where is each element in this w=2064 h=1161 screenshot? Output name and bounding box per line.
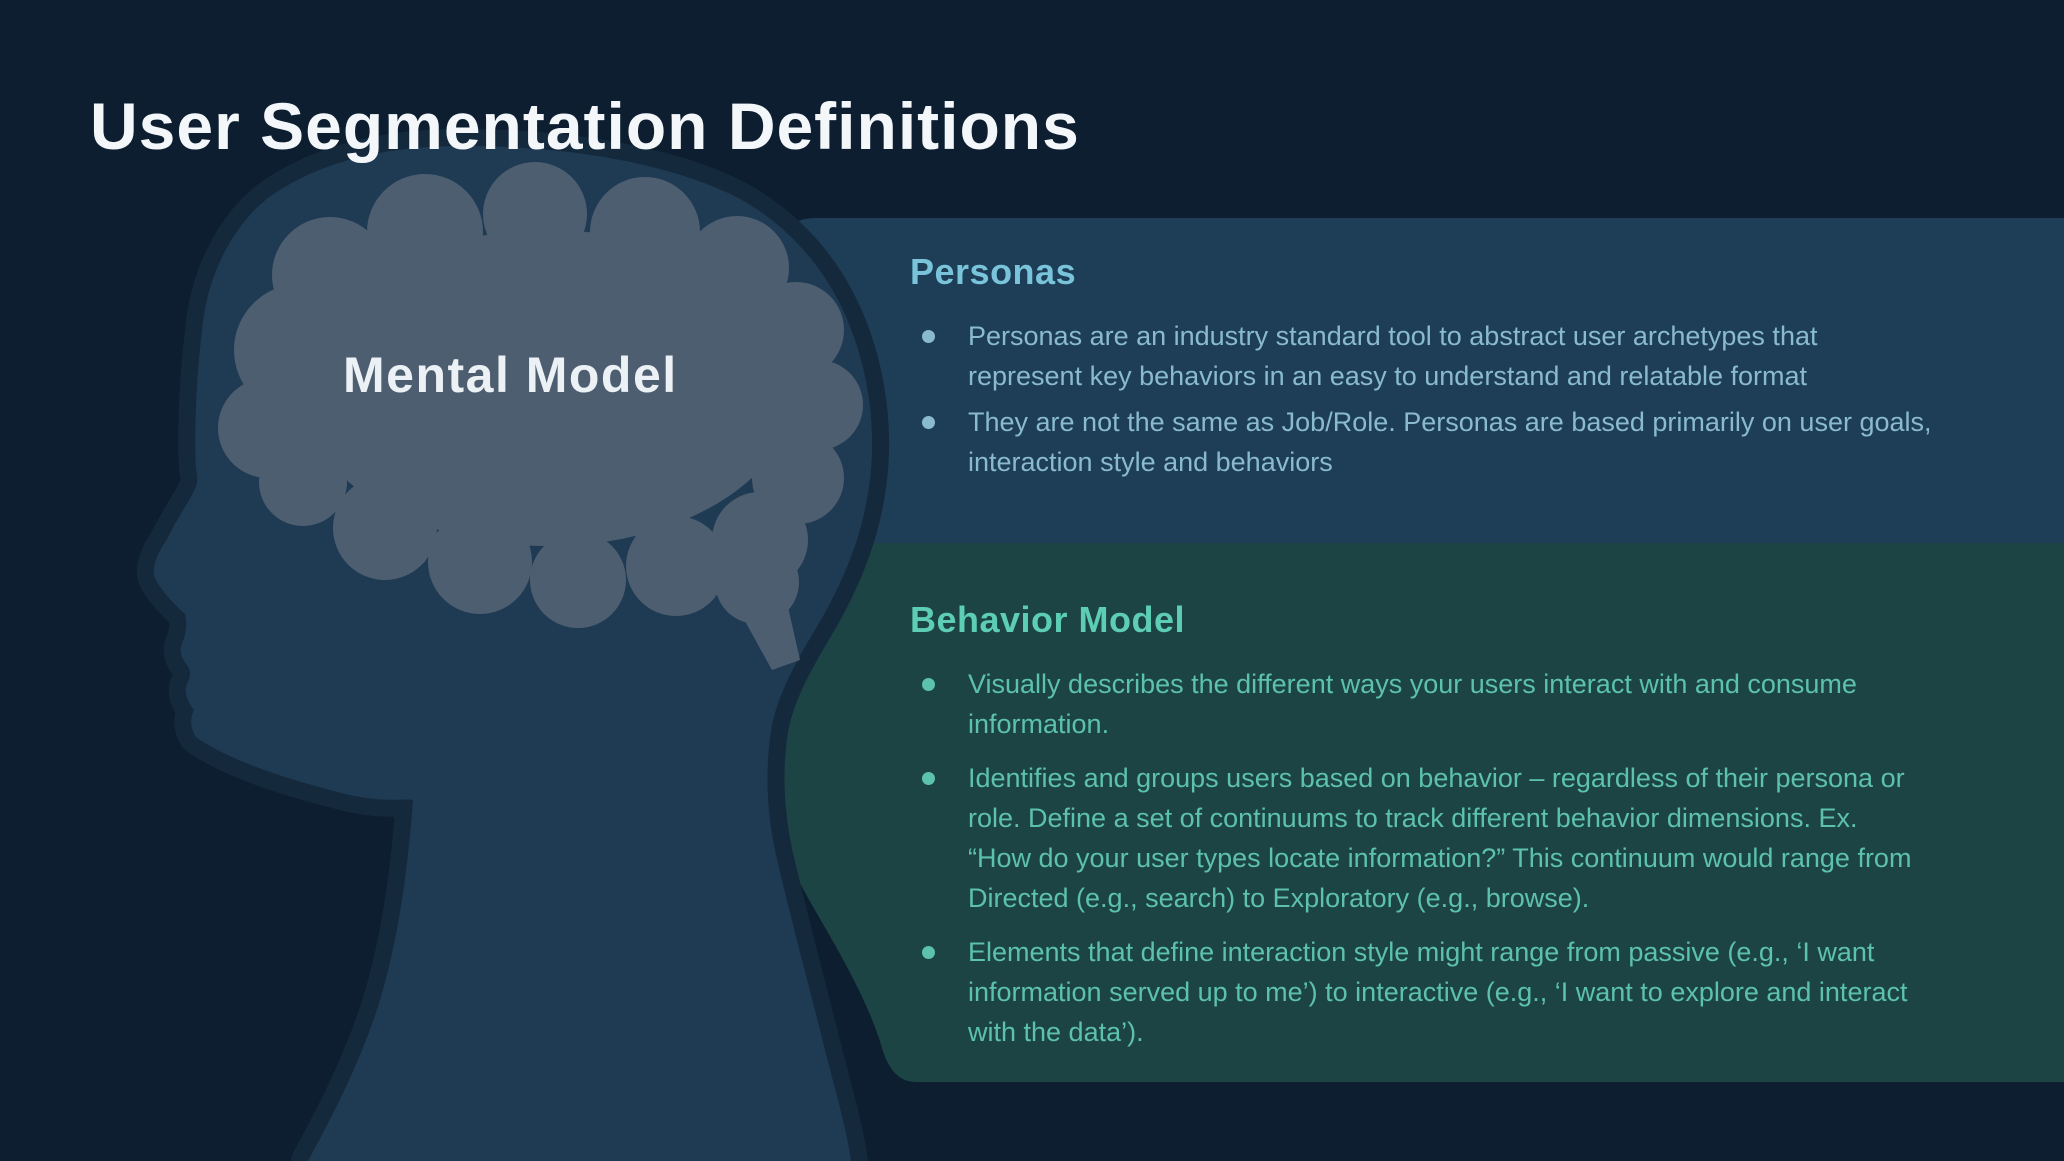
bullet-dot-icon	[922, 416, 935, 429]
brain-shape	[218, 162, 863, 670]
behavior-model-heading: Behavior Model	[910, 599, 1186, 640]
bullet-item: Identifies and groups users based on beh…	[910, 758, 2020, 918]
personas-panel	[770, 218, 2064, 543]
bullet-dot-icon	[922, 678, 935, 691]
bullet-text: They are not the same as Job/Role. Perso…	[968, 407, 1932, 477]
brain-stem	[740, 598, 800, 670]
personas-bullet-list: Personas are an industry standard tool t…	[910, 316, 2020, 482]
slide-title: User Segmentation Definitions	[90, 89, 1080, 163]
behavior-panel	[749, 543, 2064, 1082]
bullet-item: Personas are an industry standard tool t…	[910, 316, 2020, 396]
bullet-text: Elements that define interaction style m…	[968, 937, 1908, 1047]
behavior-bullet-list: Visually describes the different ways yo…	[910, 664, 2020, 1052]
behavior-model-section: Behavior Model Visually describes the di…	[910, 598, 2020, 1066]
bullet-text: Identifies and groups users based on beh…	[968, 763, 1912, 913]
personas-heading: Personas	[910, 251, 1077, 292]
bullet-item: Elements that define interaction style m…	[910, 932, 2020, 1052]
bullet-text: Visually describes the different ways yo…	[968, 669, 1857, 739]
bullet-dot-icon	[922, 330, 935, 343]
brain-label: Mental Model	[343, 347, 678, 403]
bullet-item: Visually describes the different ways yo…	[910, 664, 2020, 744]
bullet-item: They are not the same as Job/Role. Perso…	[910, 402, 2020, 482]
bullet-dot-icon	[922, 946, 935, 959]
bullet-text: Personas are an industry standard tool t…	[968, 321, 1818, 391]
bullet-dot-icon	[922, 772, 935, 785]
personas-section: Personas Personas are an industry standa…	[910, 250, 2020, 488]
